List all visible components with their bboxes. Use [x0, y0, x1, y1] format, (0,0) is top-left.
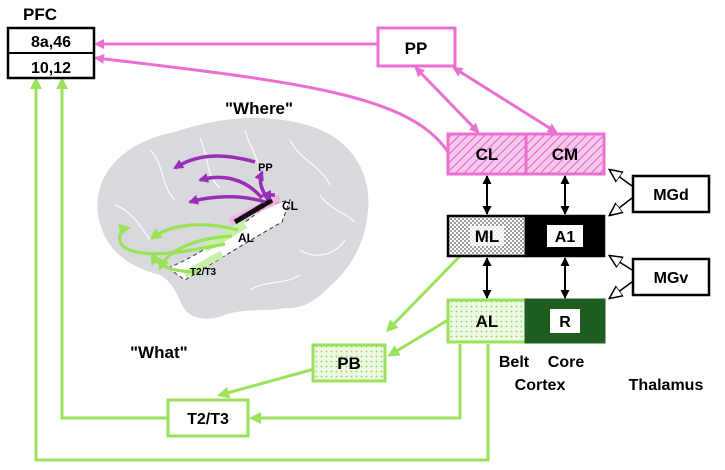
- cl-box: CL: [446, 132, 528, 176]
- pp-box: PP: [376, 26, 457, 68]
- core-belt-arrows: [482, 175, 570, 299]
- brain-pp-label: PP: [258, 162, 273, 174]
- core-region: [233, 197, 274, 225]
- what-label: "What": [130, 343, 188, 362]
- thalamic-arrows: [610, 170, 633, 298]
- where-label: "Where": [225, 99, 293, 118]
- ml-box: ML: [446, 214, 528, 258]
- pp-box-label: PP: [405, 39, 428, 58]
- cl-box-label: CL: [476, 145, 499, 164]
- brain-al-label: AL: [238, 231, 254, 245]
- pfc-title: PFC: [23, 5, 57, 24]
- r-box-label: R: [559, 314, 571, 331]
- al-box-label: AL: [476, 312, 499, 331]
- ml-box-label: ML: [475, 227, 500, 246]
- pfc-lower-areas: 10,12: [31, 60, 71, 77]
- pfc-upper-areas: 8a,46: [31, 34, 71, 51]
- pb-box-label: PB: [337, 354, 361, 373]
- t2t3-box-label: T2/T3: [187, 411, 229, 428]
- thalamus-label: Thalamus: [629, 377, 704, 394]
- where-arrows: [173, 154, 275, 205]
- pb-box: PB: [311, 343, 387, 383]
- cm-box-label: CM: [552, 145, 578, 164]
- brain-t2t3-label: T2/T3: [190, 267, 217, 278]
- a1-box: A1: [524, 214, 606, 258]
- core-label: Core: [548, 354, 585, 371]
- pfc-box: PFC 8a,46 10,12: [6, 5, 96, 80]
- r-box: R: [524, 298, 606, 344]
- belt-region: [166, 199, 291, 281]
- cm-box: CM: [524, 132, 606, 176]
- al-box: AL: [446, 298, 528, 344]
- mgd-box: MGd: [631, 174, 711, 214]
- brain-cl-label: CL: [282, 199, 298, 213]
- belt-label: Belt: [499, 354, 530, 371]
- what-arrows: [117, 223, 239, 274]
- mgv-box-label: MGv: [654, 270, 689, 287]
- t2t3-box: T2/T3: [166, 398, 250, 438]
- mgv-box: MGv: [631, 257, 711, 297]
- dorsal-stream-arrows: [94, 39, 558, 153]
- mgd-box-label: MGd: [653, 187, 689, 204]
- a1-box-label: A1: [555, 229, 576, 246]
- brain-illustration: PP CL AL T2/T3: [97, 118, 369, 319]
- ventral-stream-arrows: [30, 77, 490, 462]
- cortex-label: Cortex: [515, 377, 566, 394]
